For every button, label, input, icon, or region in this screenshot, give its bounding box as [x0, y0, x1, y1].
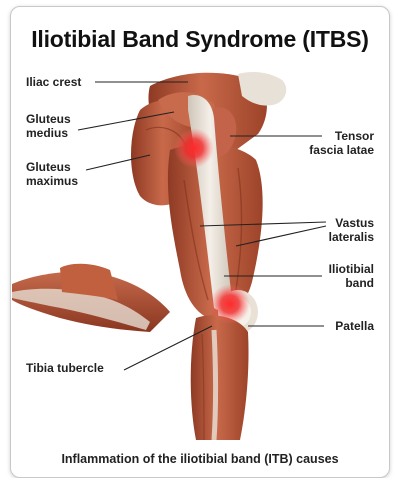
caption-text: Inflammation of the iliotibial band (ITB…	[61, 452, 339, 466]
page-title: Iliotibial Band Syndrome (ITBS)	[31, 26, 369, 52]
label-tensor-fascia-latae: Tensor fascia latae	[309, 129, 374, 157]
inflammation-hip	[174, 128, 214, 168]
label-vastus-lateralis: Vastus lateralis	[328, 216, 374, 244]
label-tibia-tubercle: Tibia tubercle	[26, 361, 104, 375]
label-iliotibial-band: Iliotibial band	[328, 262, 374, 290]
leg-anatomy-illustration	[12, 72, 327, 441]
label-patella: Patella	[335, 319, 374, 333]
label-iliac-crest: Iliac crest	[26, 75, 82, 89]
label-gluteus-medius: Gluteus medius	[26, 112, 71, 140]
back-leg	[12, 263, 170, 332]
leader-lines	[77, 81, 327, 371]
lower-leg	[190, 315, 249, 440]
inflammation-knee	[210, 284, 250, 324]
label-gluteus-maximus: Gluteus maximus	[26, 160, 79, 188]
